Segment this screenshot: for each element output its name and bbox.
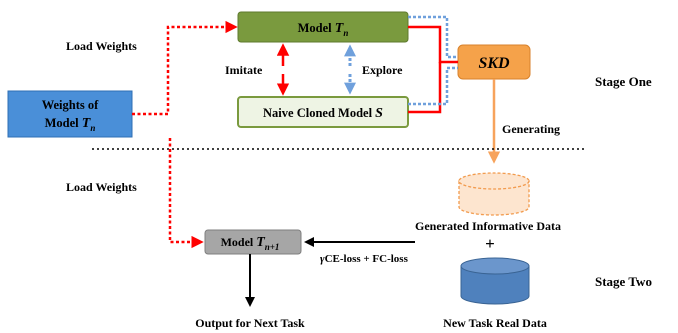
stage-one-label: Stage One xyxy=(595,74,652,89)
model-tn1-box xyxy=(204,229,302,255)
skd-label: SKD xyxy=(478,55,510,72)
load-weights-bottom-label: Load Weights xyxy=(66,180,137,194)
generated-data-cylinder xyxy=(458,172,530,216)
model-tn-to-skd-red xyxy=(408,25,458,64)
load-weights-top-label: Load Weights xyxy=(66,39,137,53)
weights-line1: Weights of xyxy=(42,98,99,112)
model-tn-to-skd-blue xyxy=(408,15,458,59)
explore-label: Explore xyxy=(362,63,403,77)
generated-data-label: Generated Informative Data xyxy=(415,219,561,233)
model-tn-label: Model Tn xyxy=(298,21,349,38)
naive-to-skd-blue xyxy=(408,66,458,106)
load-weights-top-arrow xyxy=(132,20,238,116)
generating-label: Generating xyxy=(502,122,560,136)
weights-of-model-tn-box xyxy=(7,90,133,138)
loss-label: γCE-loss + FC-loss xyxy=(320,253,409,265)
weights-line2: Model Tn xyxy=(45,116,96,133)
model-tn1-label: Model Tn+1 xyxy=(221,235,280,252)
plus-sign: + xyxy=(485,234,495,253)
output-label: Output for Next Task xyxy=(195,316,305,330)
load-weights-bottom-arrow xyxy=(168,138,204,249)
naive-to-skd-red xyxy=(408,62,442,114)
imitate-label: Imitate xyxy=(225,63,263,77)
real-data-label: New Task Real Data xyxy=(443,316,547,330)
stage-two-label: Stage Two xyxy=(595,274,652,289)
real-data-cylinder xyxy=(460,257,530,305)
naive-cloned-model-label: Naive Cloned Model S xyxy=(263,106,383,121)
